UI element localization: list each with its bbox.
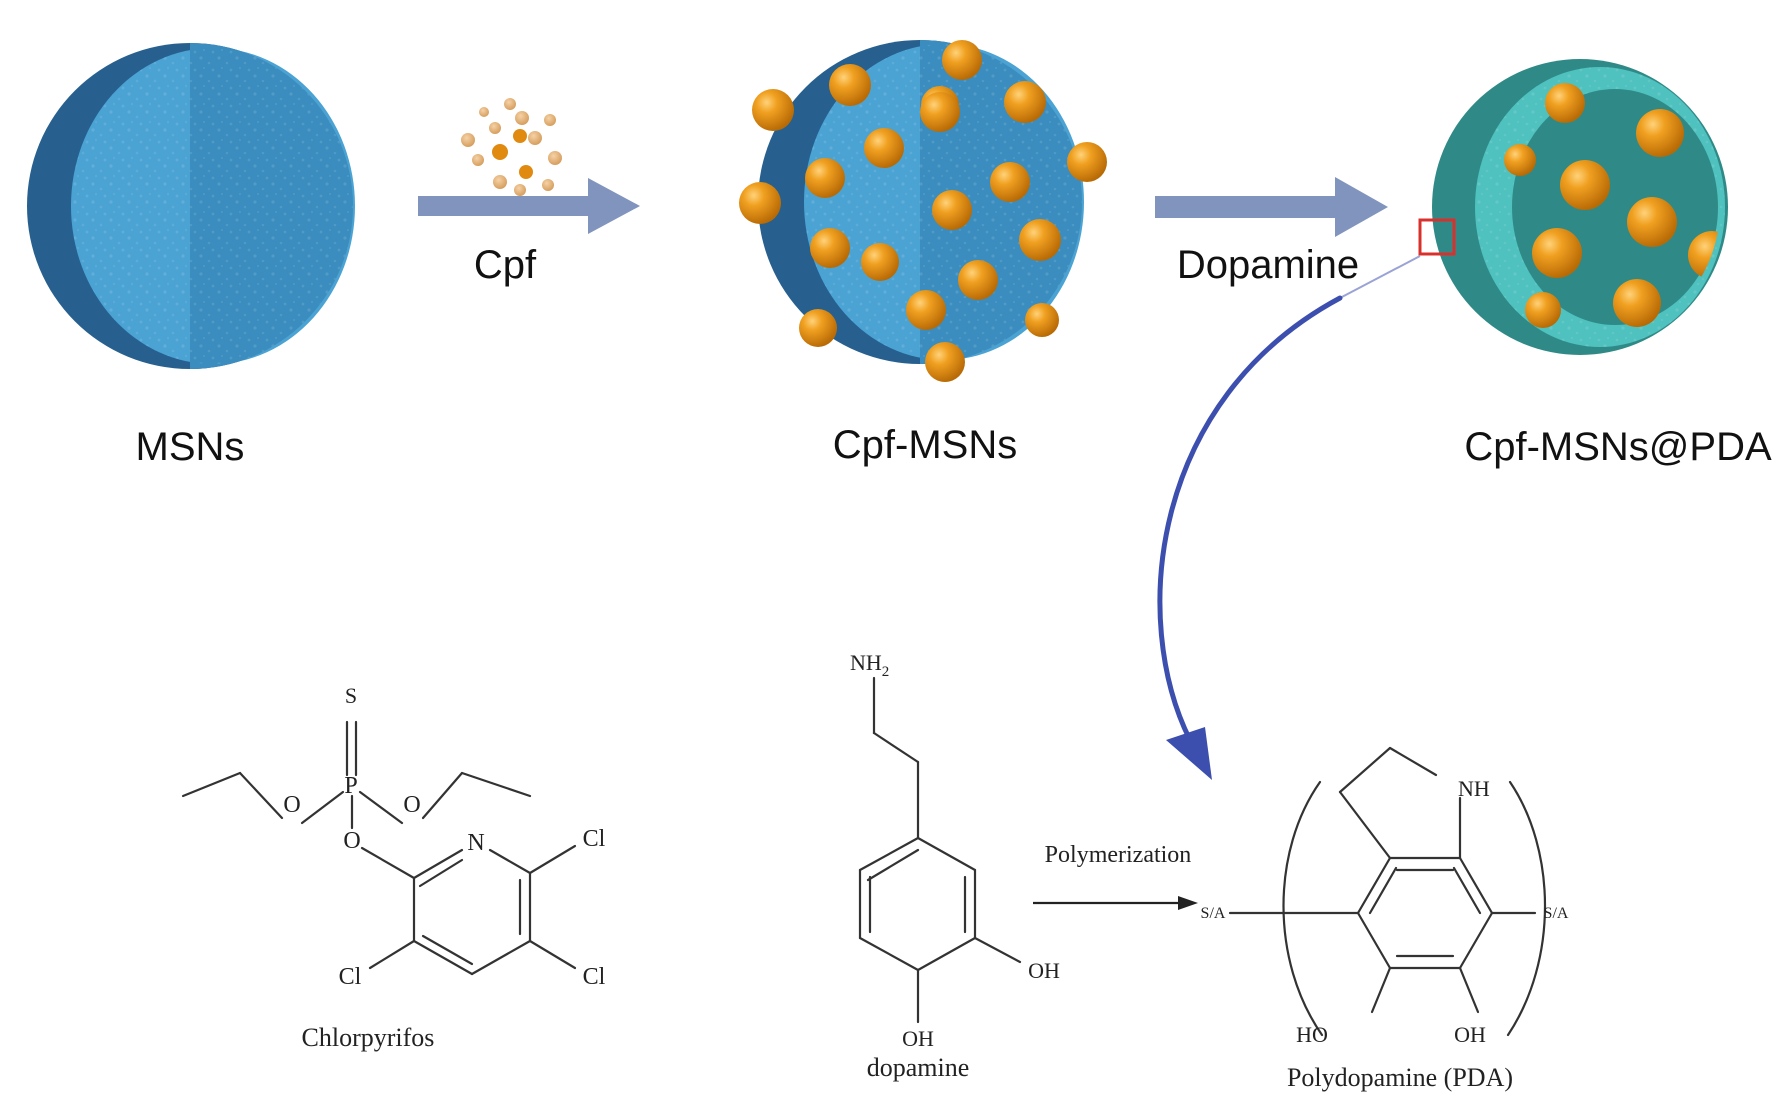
polymerization-label: Polymerization	[1045, 842, 1192, 868]
chlorpyrifos-atom-s: S	[345, 683, 357, 708]
dopamine-structure: NH2 OH OH dopamine	[850, 650, 1060, 1082]
arrow-dopamine-label: Dopamine	[1177, 243, 1359, 287]
chlorpyrifos-name: Chlorpyrifos	[302, 1023, 435, 1052]
pda-nh: NH	[1458, 776, 1490, 801]
chlorpyrifos-atom-cl-1: Cl	[583, 826, 606, 852]
cpf-msn-pda-label: Cpf-MSNs@PDA	[1464, 425, 1772, 469]
pda-ho: HO	[1296, 1022, 1328, 1047]
pda-end-right: S/A	[1544, 905, 1569, 922]
curved-arrow-pda	[1157, 255, 1421, 780]
cpf-msn-sphere	[739, 40, 1107, 382]
chlorpyrifos-structure: S P O O O N Cl Cl Cl Chlorpyrifos	[181, 683, 606, 1052]
dopamine-name: dopamine	[867, 1053, 970, 1082]
dopamine-nh2: NH2	[850, 650, 889, 680]
chlorpyrifos-atom-cl-3: Cl	[339, 964, 362, 990]
chlorpyrifos-atom-n: N	[467, 830, 484, 856]
chlorpyrifos-atom-p: P	[344, 773, 357, 799]
arrow-dopamine	[1155, 177, 1388, 237]
dopamine-oh-1: OH	[1028, 958, 1060, 983]
cpf-msn-label: Cpf-MSNs	[833, 423, 1017, 467]
msn-sphere	[27, 43, 355, 369]
polymerization-arrow: Polymerization	[1033, 842, 1198, 910]
pda-oh: OH	[1454, 1022, 1486, 1047]
pda-structure: NH S/A S/A HO OH Polydopamine (PDA)	[1201, 746, 1569, 1092]
drug-particles	[739, 40, 1107, 382]
zoom-marker	[1418, 218, 1456, 256]
pda-end-left: S/A	[1201, 905, 1226, 922]
chlorpyrifos-atom-o-bottom: O	[343, 828, 360, 854]
msn-label: MSNs	[136, 425, 245, 469]
cpf-dots	[461, 98, 562, 196]
arrow-cpf-label: Cpf	[474, 243, 537, 287]
cpf-msn-pda-sphere	[1432, 59, 1728, 355]
chlorpyrifos-atom-cl-2: Cl	[583, 964, 606, 990]
dopamine-oh-2: OH	[902, 1026, 934, 1051]
arrow-cpf	[418, 178, 640, 234]
chlorpyrifos-atom-o-left: O	[283, 792, 300, 818]
pda-name: Polydopamine (PDA)	[1287, 1063, 1513, 1092]
chlorpyrifos-atom-o-right: O	[403, 792, 420, 818]
